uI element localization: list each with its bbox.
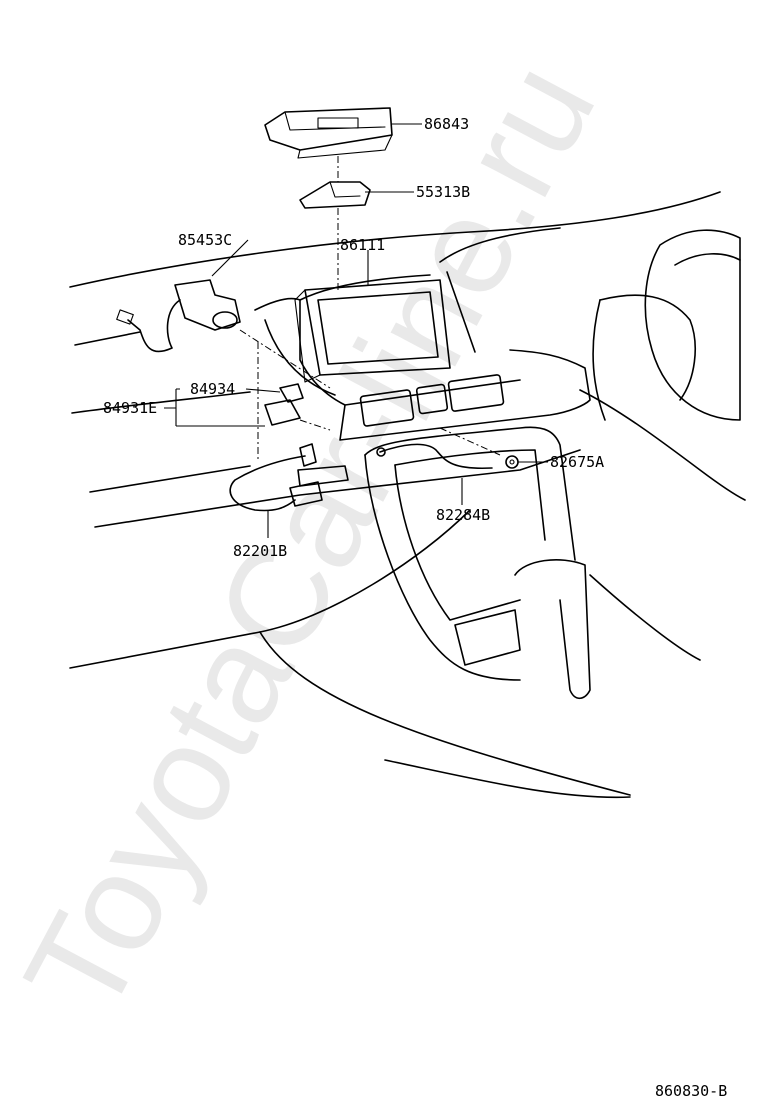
label-82675A: 82675A — [550, 453, 604, 471]
part-82284B-wire — [376, 443, 493, 470]
part-82675A-clamp — [505, 455, 519, 469]
part-86843-bracket — [264, 107, 393, 159]
part-85453C-module — [116, 279, 241, 353]
label-85453C: 85453C — [178, 231, 232, 249]
part-82201B-harness — [229, 443, 349, 512]
label-84934: 84934 — [190, 380, 235, 398]
label-84931E: 84931E — [103, 399, 157, 417]
part-55313B-bracket — [299, 181, 371, 209]
label-86111: 86111 — [340, 236, 385, 254]
label-55313B: 55313B — [416, 183, 470, 201]
part-84934-knob — [279, 383, 304, 403]
label-82284B: 82284B — [436, 506, 490, 524]
watermark-text: ToyotaCar-line.ru — [0, 39, 625, 1039]
center-panel — [254, 227, 591, 441]
steering-wheel — [579, 229, 746, 501]
leader-lines — [164, 123, 548, 538]
label-86843: 86843 — [424, 115, 469, 133]
assembly-lines — [239, 156, 501, 462]
dashboard-outline — [69, 191, 721, 799]
part-86111-display — [294, 279, 451, 383]
center-console — [364, 426, 701, 700]
part-84931E-switch — [264, 399, 301, 426]
label-82201B: 82201B — [233, 542, 287, 560]
diagram-code: 860830-B — [655, 1082, 727, 1100]
